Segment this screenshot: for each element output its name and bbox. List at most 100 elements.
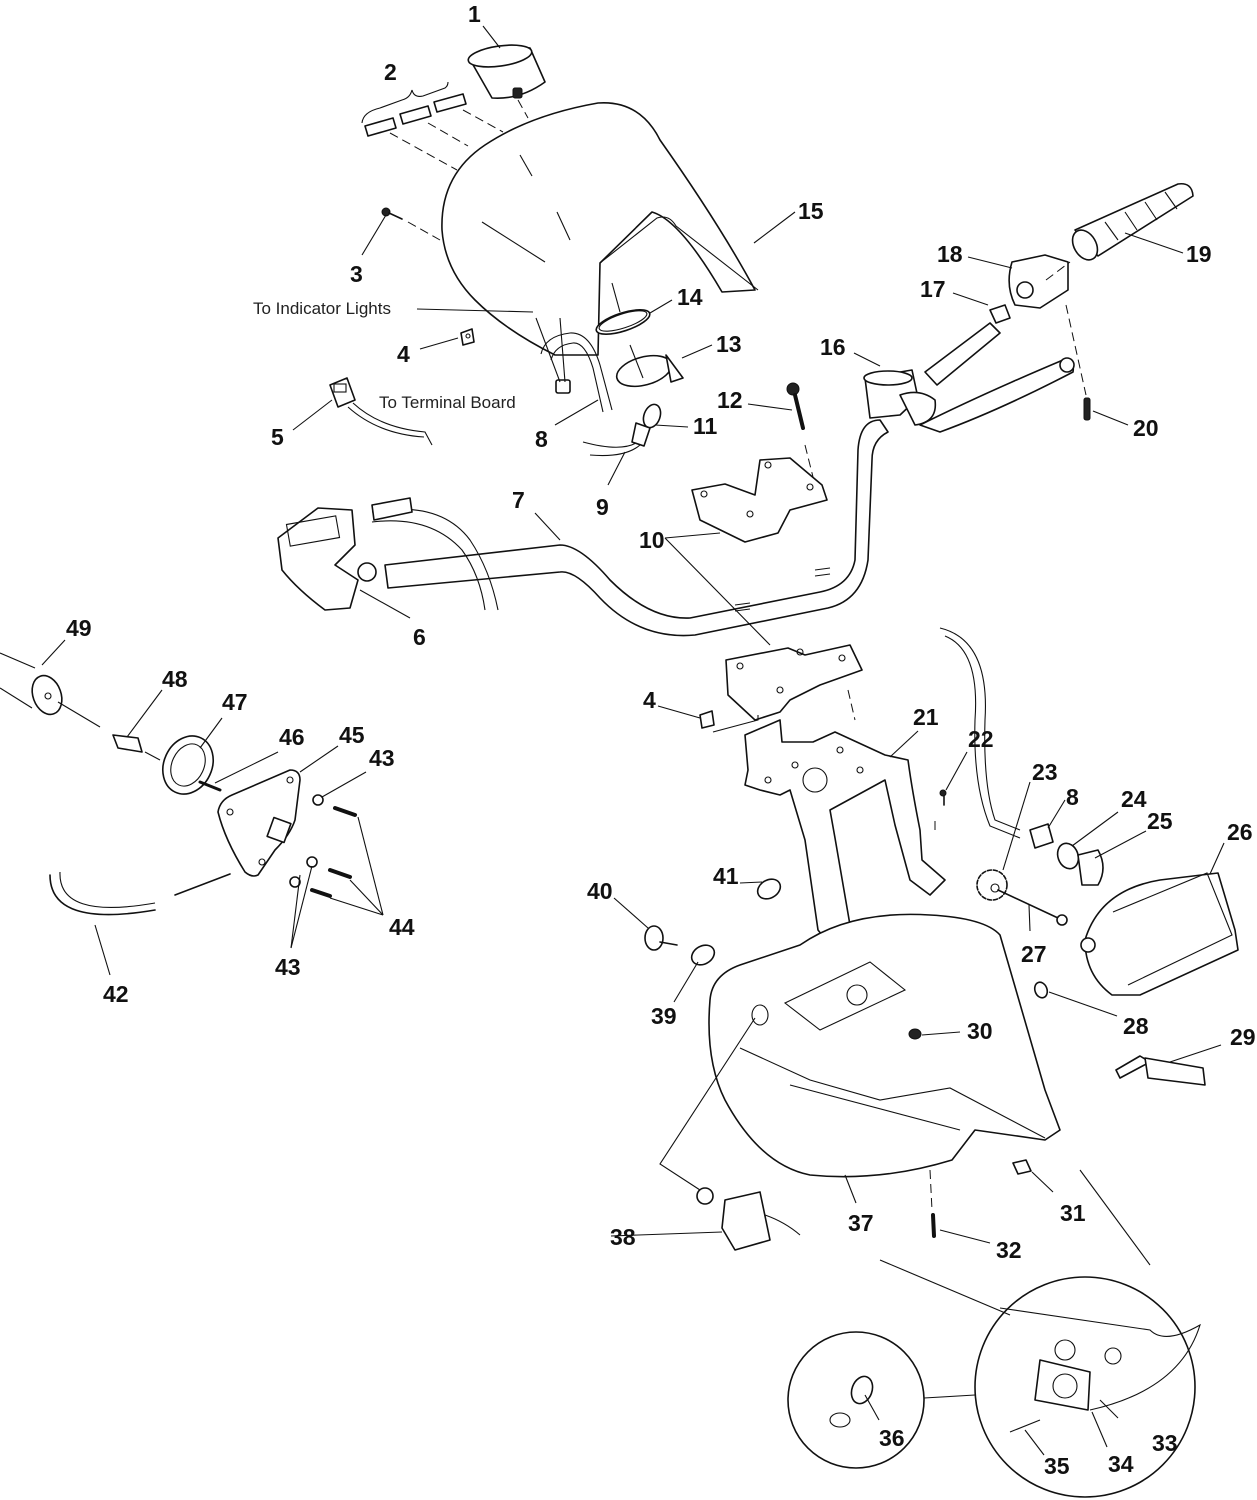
- part-41-grommet: [756, 878, 782, 900]
- part-48-fitting: [112, 734, 161, 761]
- part-6-left-switch: [277, 497, 499, 611]
- callout-29: 29: [1230, 1024, 1256, 1050]
- part-4-clip: [460, 328, 475, 346]
- part-32-screw: [929, 1169, 936, 1238]
- part-44-bolts: [310, 806, 357, 898]
- part-30-grommet: [908, 1028, 922, 1040]
- part-45-drive-plate: [217, 769, 301, 877]
- part-23-adjuster-gear: [976, 869, 1068, 926]
- part-15-pod-cover: [441, 102, 759, 356]
- callout-18: 18: [937, 241, 963, 267]
- part-5-connector: [329, 377, 433, 446]
- leader-lines: [41, 25, 1225, 1456]
- callout-30: 30: [967, 1018, 993, 1044]
- callout-13: 13: [716, 331, 742, 357]
- part-3-screw: [381, 207, 441, 241]
- callout-48: 48: [162, 666, 188, 692]
- callout-23: 23: [1032, 759, 1058, 785]
- part-4-clip-lower: [699, 710, 759, 733]
- part-1-gauge: [467, 44, 546, 119]
- callout-32: 32: [996, 1237, 1022, 1263]
- callout-9: 9: [596, 494, 609, 520]
- callout-5: 5: [271, 424, 284, 450]
- callout-25: 25: [1147, 808, 1173, 834]
- part-39-grommet: [690, 944, 716, 966]
- note-to-terminal-board: To Terminal Board: [379, 393, 516, 412]
- callout-10: 10: [639, 527, 665, 553]
- callout-39: 39: [651, 1003, 677, 1029]
- part-40-switch: [644, 925, 678, 951]
- callout-44: 44: [389, 914, 415, 940]
- part-47-seal: [162, 735, 214, 795]
- part-12-bolt: [786, 382, 816, 486]
- callout-11: 11: [693, 413, 718, 439]
- callout-20: 20: [1133, 415, 1159, 441]
- callout-15: 15: [798, 198, 824, 224]
- brake-lever: [919, 357, 1075, 433]
- part-49-cable-housing: [0, 652, 101, 728]
- callout-34: 34: [1108, 1451, 1134, 1477]
- callout-7: 7: [512, 487, 525, 513]
- note-to-indicator-lights: To Indicator Lights: [253, 299, 391, 318]
- part-46-pin: [198, 780, 222, 792]
- callout-8-headlight: 8: [1066, 784, 1079, 810]
- part-8-headlight-connector: [1029, 823, 1054, 849]
- part-14-ring: [595, 309, 651, 335]
- callout-27: 27: [1021, 941, 1047, 967]
- callout-16: 16: [820, 334, 846, 360]
- part-13-bezel: [615, 344, 684, 388]
- callout-38: 38: [610, 1224, 636, 1250]
- part-8-wire-harness: [535, 317, 613, 413]
- callout-43-upper: 43: [369, 745, 395, 771]
- callout-28: 28: [1123, 1013, 1149, 1039]
- part-43-washers: [289, 794, 324, 888]
- part-17-spacer: [924, 304, 1011, 386]
- callout-31: 31: [1060, 1200, 1086, 1226]
- part-2-indicator-lenses: [361, 81, 504, 171]
- headlight-wire: [939, 627, 1021, 831]
- callout-45: 45: [339, 722, 365, 748]
- callout-24: 24: [1121, 786, 1147, 812]
- callout-47: 47: [222, 689, 248, 715]
- part-25-bulb-socket: [1077, 849, 1104, 886]
- callout-42: 42: [103, 981, 129, 1007]
- part-16-master-cylinder: [863, 369, 937, 426]
- callout-46: 46: [279, 724, 305, 750]
- headlight-wire-inner: [944, 635, 1021, 839]
- callout-41: 41: [713, 863, 739, 889]
- callout-3: 3: [350, 261, 363, 287]
- part-31-clip: [1012, 1159, 1032, 1175]
- callout-1: 1: [468, 1, 481, 27]
- detail-view-key-cap: [787, 1331, 976, 1469]
- callout-35: 35: [1044, 1453, 1070, 1479]
- callout-33: 33: [1152, 1430, 1178, 1456]
- callout-37: 37: [848, 1210, 874, 1236]
- part-11-bulb: [582, 403, 662, 457]
- callout-22: 22: [968, 726, 994, 752]
- detail-view-switch-mount: [879, 1169, 1201, 1498]
- callout-21: 21: [913, 704, 939, 730]
- part-29-connector: [1115, 1055, 1206, 1086]
- part-28-o-ring: [1033, 981, 1049, 999]
- part-7-handlebar: [384, 419, 889, 637]
- part-10-lower-clamp: [725, 644, 863, 721]
- callout-40: 40: [587, 878, 613, 904]
- part-26-headlight: [1080, 872, 1239, 996]
- part-38-key-switch: [659, 1017, 801, 1251]
- part-20-screw: [1065, 304, 1091, 421]
- part-24-ring: [1056, 842, 1080, 870]
- callout-26: 26: [1227, 819, 1253, 845]
- callout-2: 2: [384, 59, 397, 85]
- callout-4: 4: [397, 341, 410, 367]
- part-37-lower-housing: [708, 913, 1061, 1178]
- callout-14: 14: [677, 284, 703, 310]
- callout-8: 8: [535, 426, 548, 452]
- callout-4-lower: 4: [643, 687, 656, 713]
- callout-12: 12: [717, 387, 743, 413]
- part-18-throttle-housing: [1008, 254, 1069, 309]
- callout-6: 6: [413, 624, 426, 650]
- callout-36: 36: [879, 1425, 905, 1451]
- callout-49: 49: [66, 615, 92, 641]
- callout-labels: 1 2 3 4 5 6 7 8 9 10 11 12 13 14 15 16 1…: [66, 1, 1256, 1479]
